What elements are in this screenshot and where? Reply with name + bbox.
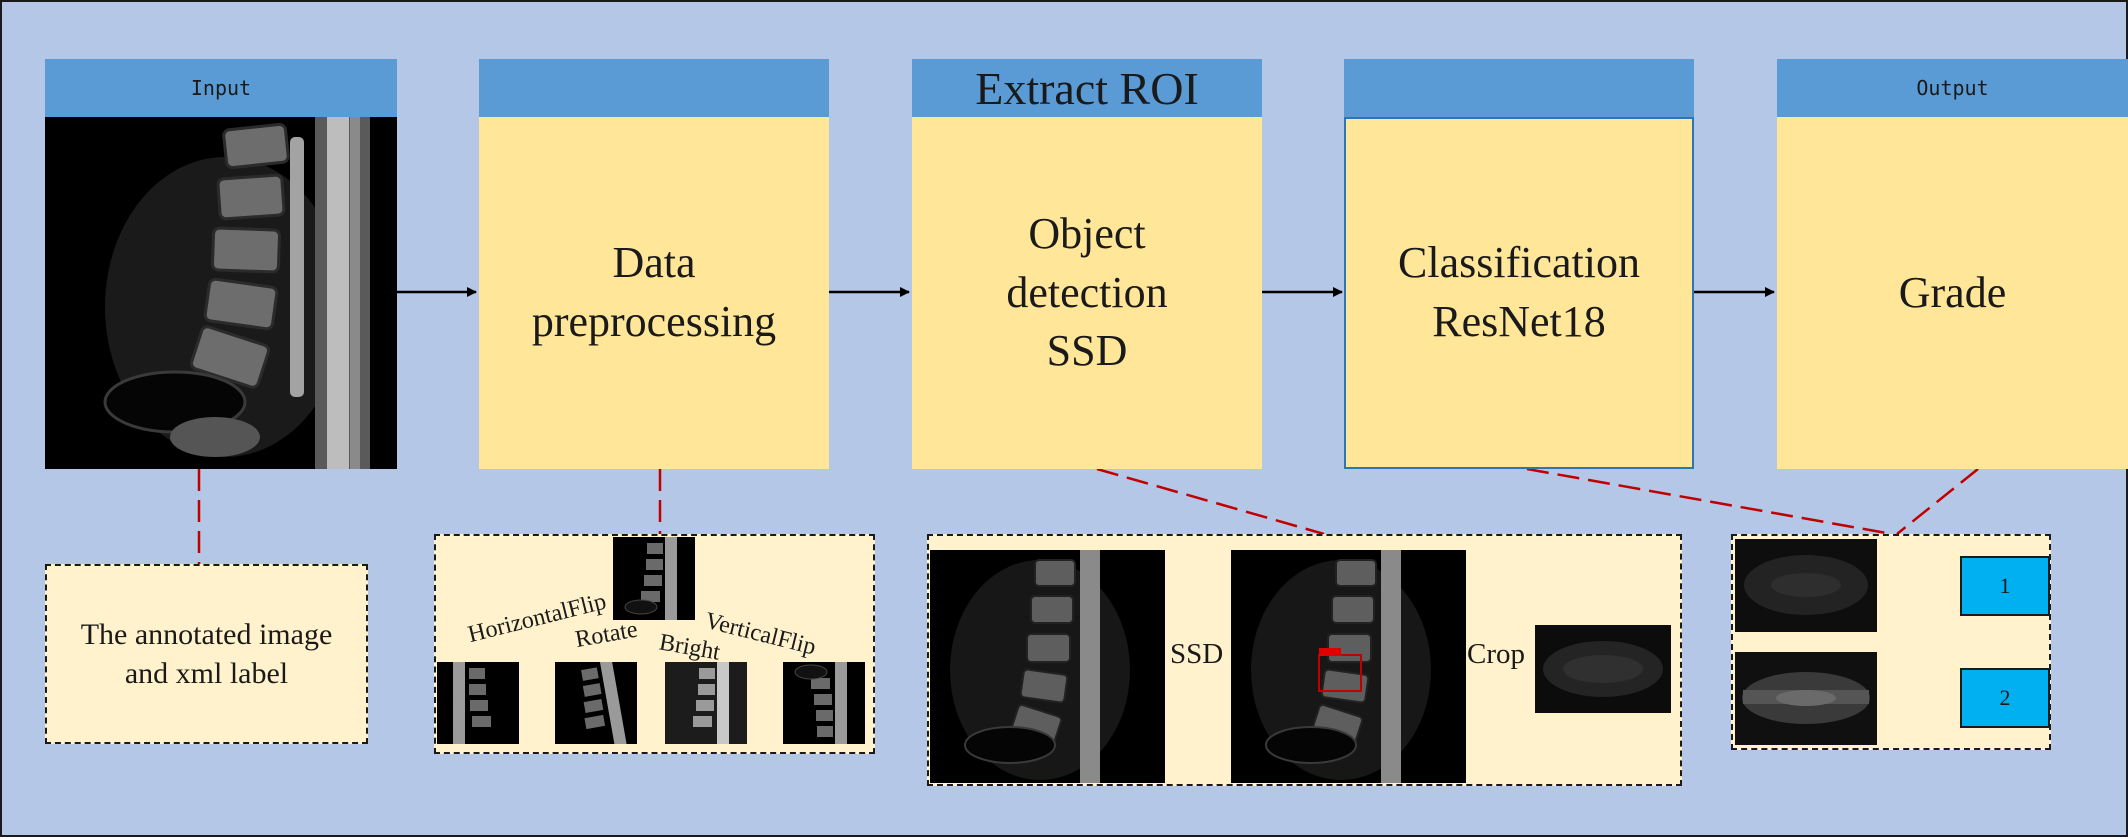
classify-header <box>1344 59 1694 117</box>
input-header: Input <box>45 59 397 117</box>
preprocess-body: Data preprocessing <box>479 117 829 469</box>
annotation-detail-box <box>45 564 368 744</box>
grade-2-roi <box>1735 652 1877 745</box>
output-body: Grade <box>1777 117 2128 469</box>
grade-2-box: 2 <box>1960 668 2050 728</box>
grade-1-box: 1 <box>1960 556 2050 616</box>
label-crop: Crop <box>1467 638 1525 670</box>
connector-roi-detection <box>1096 467 1325 536</box>
augmentation-source-thumb <box>613 537 695 620</box>
grade-1-roi <box>1735 539 1877 632</box>
thumb-rotate <box>555 662 637 744</box>
roi-header: Extract ROI <box>912 59 1262 117</box>
annotation-text: The annotated image and xml label <box>80 618 333 690</box>
detection-cropped-roi <box>1535 625 1671 713</box>
label-ssd: SSD <box>1170 638 1224 670</box>
connector-output-grading <box>1896 468 1979 535</box>
thumb-horizontal-flip <box>437 662 519 744</box>
output-header: Output <box>1777 59 2128 117</box>
connector-classify-grading <box>1526 467 1893 536</box>
thumb-bright <box>665 662 747 744</box>
preprocess-header <box>479 59 829 117</box>
roi-body: Object detection SSD <box>912 117 1262 469</box>
thumb-vertical-flip <box>783 662 865 744</box>
spine-mri-image <box>45 117 397 469</box>
detection-input-image <box>930 550 1165 783</box>
classify-body: Classification ResNet18 <box>1344 117 1694 469</box>
detection-result-image <box>1231 550 1466 783</box>
